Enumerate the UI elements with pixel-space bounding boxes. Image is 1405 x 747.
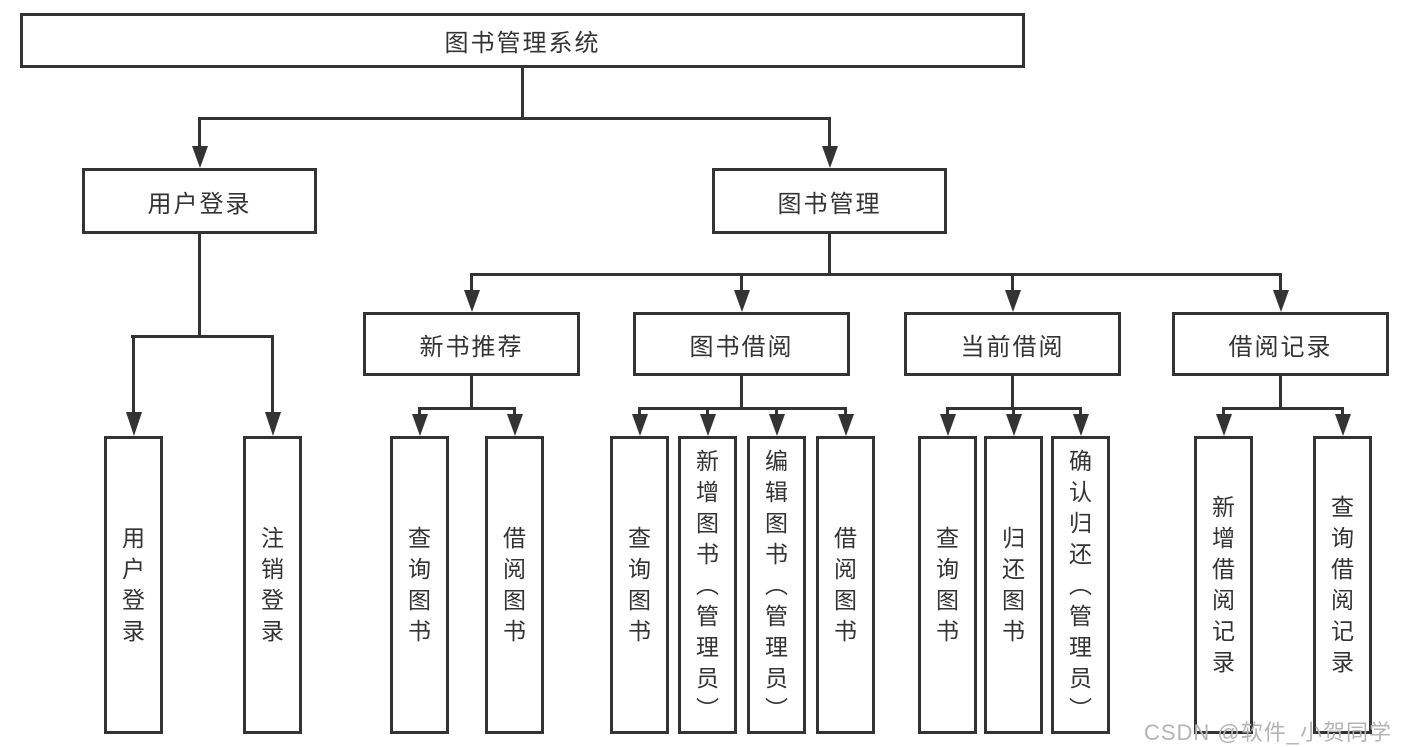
connector-line xyxy=(1341,407,1344,417)
connector-line xyxy=(1279,273,1282,292)
connector-line xyxy=(828,117,831,146)
leaf-edit-book-admin: 编辑图书︵管理员︶ xyxy=(747,436,806,734)
connector-line xyxy=(131,335,274,338)
leaf-add-book-admin: 新增图书︵管理员︶ xyxy=(678,436,737,734)
connector-line xyxy=(638,407,847,410)
arrow-down-icon xyxy=(264,412,281,436)
leaf-borrow-books-recommend: 借阅图书 xyxy=(485,436,544,734)
node-label: 当前借阅 xyxy=(960,333,1065,361)
connector-line xyxy=(132,335,135,415)
connector-line xyxy=(1279,376,1282,407)
arrow-down-icon xyxy=(939,414,956,436)
arrow-down-icon xyxy=(699,414,716,436)
connector-line xyxy=(521,68,524,117)
arrow-down-icon xyxy=(1005,414,1022,436)
node-label: 新书推荐 xyxy=(419,333,524,361)
leaf-query-borrow-record: 查询借阅记录 xyxy=(1313,436,1372,734)
node-label: 查询借阅记录 xyxy=(1331,494,1354,675)
node-current-borrowing: 当前借阅 xyxy=(904,312,1121,376)
node-library-management-system: 图书管理系统 xyxy=(20,13,1025,68)
node-label: 图书借阅 xyxy=(689,333,794,361)
connector-line xyxy=(828,234,831,273)
connector-line xyxy=(1011,376,1014,407)
connector-line xyxy=(271,335,274,415)
connector-line xyxy=(638,407,641,417)
node-book-management: 图书管理 xyxy=(712,168,947,234)
connector-line xyxy=(198,234,201,335)
arrow-down-icon xyxy=(191,146,208,168)
node-label: 确认归还︵管理员︶ xyxy=(1069,447,1092,722)
connector-line xyxy=(418,407,516,410)
connector-line xyxy=(1011,273,1014,292)
arrow-down-icon xyxy=(1334,414,1351,436)
connector-line xyxy=(1012,407,1015,417)
connector-line xyxy=(198,117,201,146)
node-book-borrowing: 图书借阅 xyxy=(633,312,850,376)
arrow-down-icon xyxy=(1215,414,1232,436)
arrow-down-icon xyxy=(411,414,428,436)
node-label: 借阅图书 xyxy=(503,525,526,644)
arrow-down-icon xyxy=(837,414,854,436)
node-label: 查询图书 xyxy=(628,525,651,644)
leaf-user-login: 用户登录 xyxy=(104,436,163,734)
node-label: 借阅图书 xyxy=(834,525,857,644)
leaf-confirm-return-admin: 确认归还︵管理员︶ xyxy=(1051,436,1110,734)
node-label: 查询图书 xyxy=(408,525,431,644)
connector-line xyxy=(198,117,831,120)
node-label: 用户登录 xyxy=(122,525,145,644)
node-new-book-recommend: 新书推荐 xyxy=(363,312,580,376)
arrow-down-icon xyxy=(821,146,838,168)
node-label: 图书管理 xyxy=(777,190,882,218)
arrow-down-icon xyxy=(506,414,523,436)
node-label: 注销登录 xyxy=(261,525,284,644)
connector-line xyxy=(706,407,709,417)
node-label: 用户登录 xyxy=(147,190,252,218)
connector-line xyxy=(740,273,743,292)
leaf-logout: 注销登录 xyxy=(243,436,302,734)
connector-line xyxy=(775,407,778,417)
node-label: 新增图书︵管理员︶ xyxy=(696,447,719,722)
leaf-add-borrow-record: 新增借阅记录 xyxy=(1194,436,1253,734)
connector-line xyxy=(1222,407,1344,410)
connector-line xyxy=(470,376,473,407)
node-user-login: 用户登录 xyxy=(82,168,317,234)
csdn-watermark: CSDN @软件_小贺同学 xyxy=(1143,720,1392,745)
node-label: 归还图书 xyxy=(1002,525,1025,644)
leaf-query-books-recommend: 查询图书 xyxy=(390,436,449,734)
leaf-borrow-books: 借阅图书 xyxy=(816,436,875,734)
connector-line xyxy=(844,407,847,417)
node-label: 新增借阅记录 xyxy=(1212,494,1235,675)
connector-line xyxy=(1079,407,1082,417)
node-label: 借阅记录 xyxy=(1228,333,1333,361)
arrow-down-icon xyxy=(1072,414,1089,436)
arrow-down-icon xyxy=(463,290,480,312)
connector-line xyxy=(470,273,1282,276)
node-borrow-records: 借阅记录 xyxy=(1172,312,1389,376)
connector-line xyxy=(946,407,949,417)
connector-line xyxy=(513,407,516,417)
connector-line xyxy=(418,407,421,417)
leaf-return-book: 归还图书 xyxy=(984,436,1043,734)
arrow-down-icon xyxy=(733,290,750,312)
arrow-down-icon xyxy=(768,414,785,436)
leaf-query-books-current: 查询图书 xyxy=(918,436,977,734)
arrow-down-icon xyxy=(125,412,142,436)
node-label: 图书管理系统 xyxy=(444,30,601,57)
arrow-down-icon xyxy=(1272,290,1289,312)
node-label: 查询图书 xyxy=(936,525,959,644)
node-label: 编辑图书︵管理员︶ xyxy=(765,447,788,722)
leaf-query-books-borrowing: 查询图书 xyxy=(610,436,669,734)
connector-line xyxy=(470,273,473,292)
connector-line xyxy=(1222,407,1225,417)
connector-line xyxy=(740,376,743,407)
arrow-down-icon xyxy=(631,414,648,436)
arrow-down-icon xyxy=(1004,290,1021,312)
